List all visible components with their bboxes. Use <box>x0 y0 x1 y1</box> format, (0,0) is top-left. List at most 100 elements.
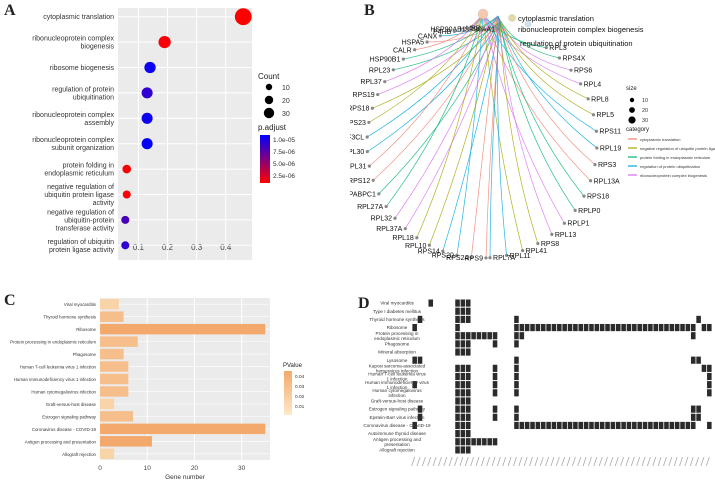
column-tick-label <box>550 456 555 467</box>
heatmap-cell <box>674 323 680 332</box>
gene-label: RPS8 <box>541 241 559 248</box>
gene-node <box>593 162 597 167</box>
network-edge <box>367 21 501 152</box>
heatmap-cell <box>680 421 685 430</box>
size-legend-dot <box>264 95 274 105</box>
heatmap-cell <box>455 438 460 446</box>
heatmap-cell <box>460 315 466 323</box>
heatmap-cell <box>610 323 616 332</box>
column-tick-label <box>647 456 651 467</box>
panel-b-label: B <box>364 2 375 19</box>
gene-label: RPL8 <box>591 96 609 103</box>
gene-label: RPS18 <box>587 194 609 201</box>
bar <box>100 348 124 360</box>
heatmap-cell <box>455 332 460 340</box>
heatmap-cell <box>573 421 578 430</box>
heatmap-cell <box>599 421 605 430</box>
heatmap-cell <box>707 323 712 332</box>
gene-label: RPS11 <box>599 129 621 136</box>
column-tick-label <box>448 456 453 467</box>
heatmap-cell <box>460 446 466 454</box>
y-tick-label: Allograft rejection <box>62 452 96 457</box>
column-tick-label <box>443 456 448 467</box>
gene-node <box>505 253 509 257</box>
bar <box>100 448 115 460</box>
gene-node <box>427 243 431 247</box>
column-tick-label <box>470 456 474 467</box>
dot <box>141 87 153 99</box>
bar <box>100 423 266 435</box>
gene-node <box>452 29 456 33</box>
term-label: regulation of protein ubiquitination <box>520 39 633 48</box>
gene-label: RPL4 <box>584 81 602 88</box>
gene-label: HSP90AA1 <box>460 27 496 34</box>
gene-label: RPS20 <box>432 253 454 260</box>
heatmap-cell <box>455 389 460 397</box>
column-tick-label <box>491 456 496 467</box>
heatmap-cell <box>455 421 460 430</box>
heatmap-cell <box>535 421 541 430</box>
heatmap-cell <box>465 405 471 413</box>
column-tick-label <box>480 456 485 467</box>
heatmap-cell <box>412 356 417 364</box>
heatmap-cell <box>648 323 653 332</box>
heatmap-cell <box>578 323 584 332</box>
y-tick-label: Ribosome <box>76 327 96 332</box>
bar <box>100 411 134 422</box>
color-legend-label: 7.5e-06 <box>273 149 295 156</box>
heatmap-cell <box>589 323 594 332</box>
heatmap-cell <box>519 421 525 430</box>
heatmap-cell <box>690 413 696 421</box>
heatmap-cell <box>685 421 691 430</box>
gene-label: RPL37A <box>376 226 402 233</box>
heatmap-cell <box>514 381 519 389</box>
gene-label: CALR <box>393 47 412 54</box>
column-tick-label <box>411 456 416 467</box>
gene-label: RPS3 <box>598 162 616 169</box>
gene-node <box>455 253 459 257</box>
heatmap-cell <box>589 421 594 430</box>
gene-label: RPL13A <box>594 178 620 185</box>
gene-label: RPL37 <box>360 79 382 86</box>
gene-label: RPS6 <box>574 68 592 75</box>
heatmap-cell <box>417 315 423 323</box>
gene-label: RPS18 <box>350 106 369 113</box>
heatmap-cell <box>707 389 712 397</box>
gene-label: RPS23 <box>350 120 366 127</box>
heatmap-cell <box>605 421 610 430</box>
column-tick-label <box>620 456 624 467</box>
gene-node <box>367 120 371 125</box>
heatmap-cell <box>455 405 460 413</box>
column-tick-label <box>663 456 667 467</box>
panel-a-label: A <box>4 2 16 19</box>
network-edge <box>497 15 507 256</box>
gene-label: HSPA5 <box>402 39 425 46</box>
gene-node <box>557 56 562 60</box>
network-edge <box>497 15 598 149</box>
network-edge <box>499 21 576 211</box>
y-tick-label: Antigen processing and presentation <box>25 439 97 444</box>
column-tick-label <box>679 456 683 467</box>
color-legend-title: p.adjust <box>258 123 287 132</box>
size-legend-title: Count <box>258 72 280 81</box>
dot <box>122 164 132 174</box>
heatmap-cell <box>690 421 696 430</box>
network-edge <box>456 13 484 256</box>
row-label: Allograft rejection <box>379 448 415 453</box>
heatmap-cell <box>471 438 476 446</box>
x-tick-label: 0 <box>98 465 102 472</box>
bar <box>100 323 266 335</box>
dot <box>121 241 130 250</box>
y-tick-label: Human T-cell leukemia virus 1 infection <box>20 365 97 370</box>
heatmap-cell <box>674 421 680 430</box>
heatmap-cell <box>460 430 466 438</box>
column-tick-label <box>539 456 544 467</box>
heatmap-cell <box>701 364 707 372</box>
bar <box>100 298 119 310</box>
dot <box>122 190 131 199</box>
x-tick-label: 30 <box>238 465 246 472</box>
heatmap-cell <box>530 421 535 430</box>
heatmap-cell <box>514 340 519 348</box>
